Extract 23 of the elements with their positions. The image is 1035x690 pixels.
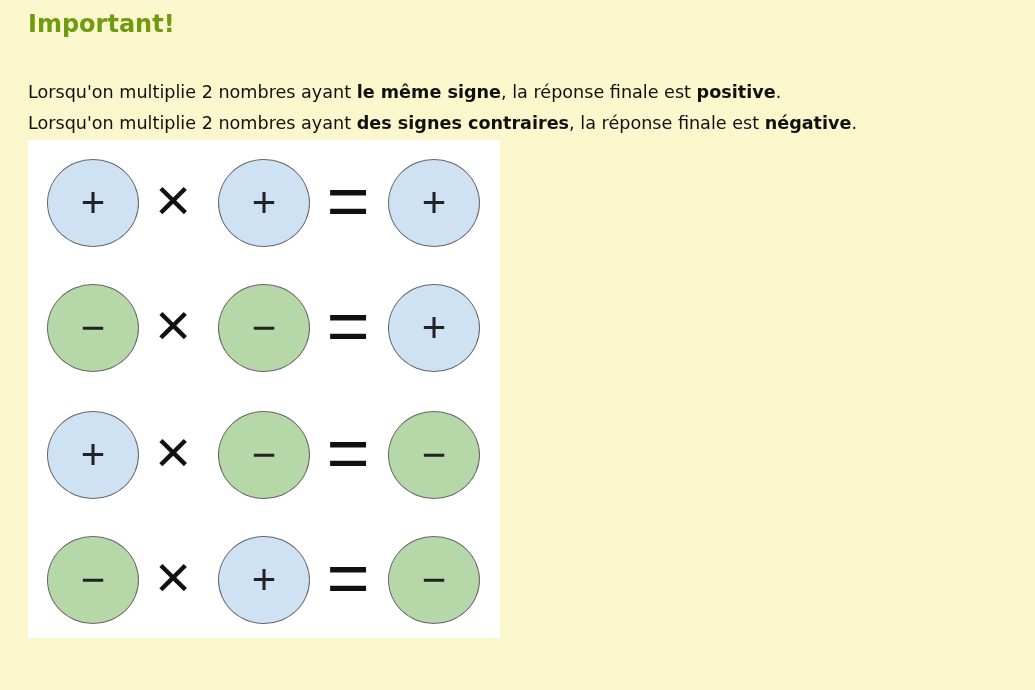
times-sign: × <box>155 421 192 483</box>
sign-circle: + <box>47 159 139 247</box>
equals-sign: = <box>326 289 370 363</box>
equals-sign: = <box>326 164 370 238</box>
sign-circle: + <box>47 411 139 499</box>
sign-circle: − <box>47 284 139 372</box>
times-sign: × <box>155 169 192 231</box>
times-sign: × <box>155 546 192 608</box>
equals-sign: = <box>326 416 370 490</box>
sign-circle: − <box>388 411 480 499</box>
equals-sign: = <box>326 541 370 615</box>
title: Important! <box>28 9 175 40</box>
sign-circle: + <box>388 284 480 372</box>
sign-circle: − <box>218 284 310 372</box>
sign-circle: − <box>388 536 480 624</box>
sign-circle: + <box>218 536 310 624</box>
sign-circle: + <box>218 159 310 247</box>
sign-circle: − <box>218 411 310 499</box>
sign-circle: + <box>388 159 480 247</box>
rule-sentence: Lorsqu'on multiplie 2 nombres ayant le même signe, la réponse finale est positive. <box>28 81 782 104</box>
sign-circle: − <box>47 536 139 624</box>
times-sign: × <box>155 294 192 356</box>
rule-sentence: Lorsqu'on multiplie 2 nombres ayant des signes contraires, la réponse finale est négative. <box>28 112 858 135</box>
